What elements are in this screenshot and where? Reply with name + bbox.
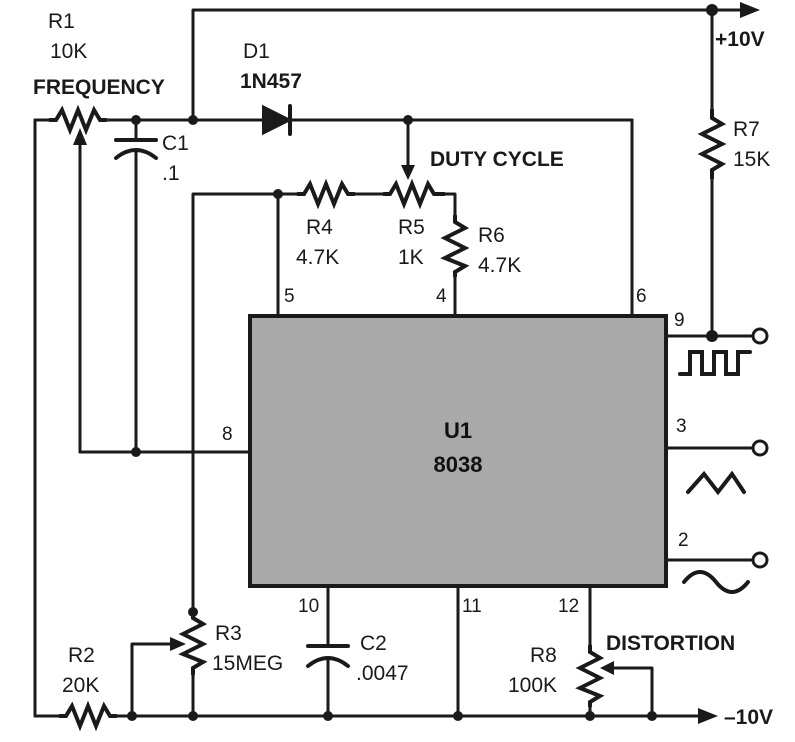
- r3-value: 15MEG: [212, 652, 283, 675]
- pin-8-label: 8: [222, 424, 233, 445]
- duty-cycle-label: DUTY CYCLE: [430, 148, 564, 171]
- negative-supply-label: –10V: [724, 706, 773, 729]
- r7-ref: R7: [733, 118, 760, 141]
- pin-4-label: 4: [436, 286, 447, 307]
- r1-ref: R1: [48, 10, 75, 33]
- positive-supply-label: +10V: [715, 28, 765, 51]
- r8-value: 100K: [508, 674, 557, 697]
- r8-ref: R8: [530, 644, 557, 667]
- positive-rail: [191, 2, 760, 122]
- r6-value: 4.7K: [478, 254, 521, 277]
- pin-9-label: 9: [674, 310, 685, 331]
- resistor-r4: [296, 178, 356, 210]
- output-terminal-sine: [751, 551, 769, 569]
- potentiometer-r1: [48, 104, 108, 136]
- ic-u1-body: [248, 314, 668, 588]
- square-wave-icon: [678, 350, 752, 376]
- pin-3-label: 3: [676, 416, 687, 437]
- r4-value: 4.7K: [296, 246, 339, 269]
- c1-value: .1: [162, 162, 180, 185]
- sine-wave-icon: [682, 570, 750, 594]
- triangle-wave-icon: [686, 470, 746, 496]
- r4-ref: R4: [306, 216, 333, 239]
- distortion-label: DISTORTION: [606, 632, 735, 655]
- pin-6-label: 6: [636, 286, 647, 307]
- pin-5-label: 5: [284, 286, 295, 307]
- r5-value: 1K: [398, 246, 424, 269]
- resistor-r6: [440, 214, 470, 278]
- r6-ref: R6: [478, 224, 505, 247]
- resistor-r7: [697, 108, 727, 180]
- r3-ref: R3: [215, 622, 242, 645]
- pin-2-label: 2: [678, 530, 689, 551]
- resistor-r2: [58, 700, 118, 732]
- d1-ref: D1: [243, 40, 270, 63]
- c2-ref: C2: [360, 632, 387, 655]
- output-terminal-square: [751, 327, 769, 345]
- r2-value: 20K: [62, 674, 99, 697]
- pin-10-label: 10: [298, 596, 319, 617]
- r1-value: 10K: [50, 40, 87, 63]
- ic-ref-label: U1: [444, 418, 472, 443]
- potentiometer-r5: [382, 178, 446, 210]
- potentiometer-r8: [575, 644, 605, 708]
- diode-d1: [262, 104, 293, 136]
- ic-part-label: 8038: [434, 452, 483, 477]
- c2-value: .0047: [356, 662, 409, 685]
- r2-ref: R2: [68, 644, 95, 667]
- output-terminal-triangle: [751, 439, 769, 457]
- pin-12-label: 12: [558, 596, 579, 617]
- pin-11-label: 11: [462, 596, 482, 617]
- r5-ref: R5: [398, 216, 425, 239]
- d1-value: 1N457: [240, 70, 302, 93]
- r1-frequency-label: FREQUENCY: [33, 76, 165, 99]
- r7-value: 15K: [733, 148, 770, 171]
- c1-ref: C1: [162, 132, 189, 155]
- potentiometer-r3: [178, 610, 208, 676]
